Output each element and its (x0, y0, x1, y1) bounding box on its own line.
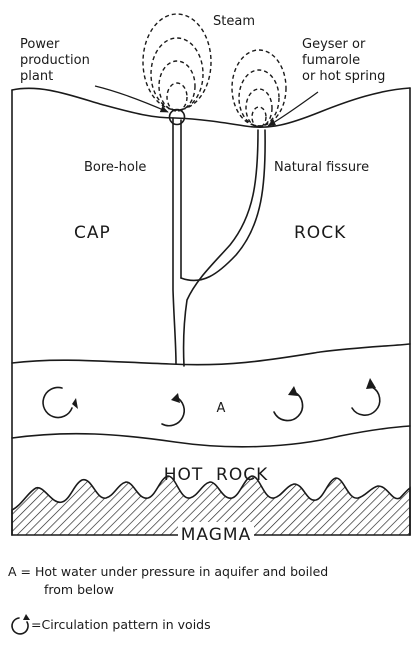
magma-label: MAGMA (181, 525, 251, 545)
geyser-label-line3: or hot spring (302, 69, 385, 84)
power-plant-label-line2: production (20, 53, 90, 68)
legend-a-line2: from below (44, 582, 114, 597)
power-plant-label-line3: plant (20, 69, 53, 84)
aquifer-a-label: A (217, 401, 226, 416)
legend-circulation-icon (12, 614, 30, 634)
steam-plume-left (143, 14, 211, 111)
fissure-right-wall (181, 130, 265, 281)
geyser-label-line2: fumarole (302, 53, 360, 68)
steam-label: Steam (213, 14, 255, 29)
rock-label: ROCK (294, 223, 346, 243)
fissure-left-wall (184, 130, 258, 366)
aquifer-top-boundary (12, 344, 410, 365)
power-plant-pointer-arrow (95, 86, 168, 112)
legend-a-line1: A = Hot water under pressure in aquifer … (8, 564, 328, 579)
power-plant-label-line1: Power (20, 37, 60, 52)
ground-surface (12, 88, 410, 127)
steam-plume-right (232, 50, 286, 127)
circulation-symbol-2 (162, 393, 184, 426)
hot-rock-label: HOT ROCK (164, 465, 269, 485)
circulation-symbol-1 (43, 387, 78, 417)
power-plant-circle (170, 110, 185, 125)
natural-fissure-label: Natural fissure (274, 160, 369, 175)
bore-hole-label: Bore-hole (84, 160, 146, 175)
geyser-label-line1: Geyser or (302, 37, 366, 52)
circulation-symbol-4 (352, 378, 380, 415)
circulation-symbol-3 (274, 386, 303, 421)
bore-hole-left-wall (173, 118, 176, 364)
cap-label: CAP (74, 223, 111, 243)
aquifer-bottom-boundary (12, 426, 410, 447)
legend-circulation-text: =Circulation pattern in voids (31, 617, 211, 632)
